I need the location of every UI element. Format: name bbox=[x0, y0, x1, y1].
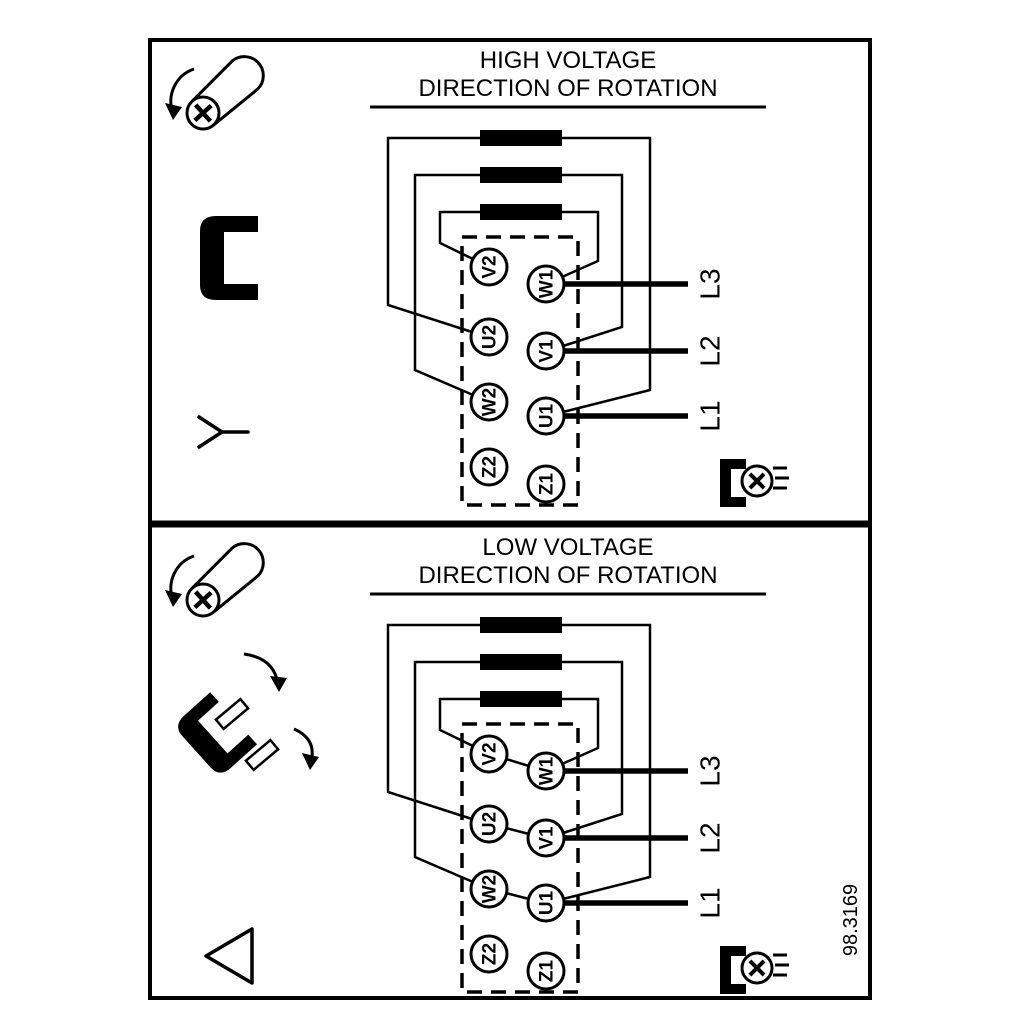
terminal-label-w1: W1 bbox=[537, 269, 558, 298]
terminal-label-z1: Z1 bbox=[537, 472, 558, 495]
outer-border bbox=[148, 38, 872, 1000]
terminal-label-z1: Z1 bbox=[537, 959, 558, 982]
terminal-wiring bbox=[388, 618, 688, 992]
jumper-bracket-icon bbox=[200, 216, 258, 300]
panel-subtitle: DIRECTION OF ROTATION bbox=[418, 75, 717, 102]
terminal-label-u2: U2 bbox=[480, 812, 501, 836]
terminal-label-w2: W2 bbox=[480, 388, 501, 417]
ground-screw-icon bbox=[718, 944, 791, 996]
supply-label-l1: L1 bbox=[695, 400, 726, 431]
panel-subtitle: DIRECTION OF ROTATION bbox=[418, 562, 717, 589]
terminal-label-v1: V1 bbox=[537, 826, 558, 850]
delta-symbol-icon bbox=[204, 927, 254, 985]
supply-label-l1: L1 bbox=[695, 887, 726, 918]
screw-rotation-icon bbox=[165, 57, 263, 129]
supply-label-l2: L2 bbox=[695, 822, 726, 853]
terminal-label-w2: W2 bbox=[480, 875, 501, 904]
supply-label-l3: L3 bbox=[695, 755, 726, 786]
delta-jumper-links bbox=[505, 757, 530, 901]
spread-arrowhead bbox=[302, 753, 319, 770]
star-symbol-icon bbox=[197, 415, 250, 449]
terminal-label-u1: U1 bbox=[537, 403, 558, 428]
screw-rotation-icon bbox=[165, 544, 263, 616]
jumper-spread-icon bbox=[178, 652, 319, 773]
panel-title: HIGH VOLTAGE bbox=[480, 47, 656, 74]
supply-label-l3: L3 bbox=[695, 268, 726, 299]
terminal-label-w1: W1 bbox=[537, 756, 558, 785]
terminal-label-u1: U1 bbox=[537, 890, 558, 915]
ground-screw-icon bbox=[718, 457, 791, 509]
loose-jumper-bar bbox=[244, 738, 280, 772]
terminal-label-v2: V2 bbox=[480, 255, 501, 278]
figure-number: 98.3169 bbox=[840, 884, 862, 956]
spread-arrowhead bbox=[270, 676, 287, 692]
terminal-wiring bbox=[388, 131, 688, 505]
panel-high-voltage: HIGH VOLTAGE DIRECTION OF ROTATION V2 U2… bbox=[165, 47, 791, 509]
panel-title: LOW VOLTAGE bbox=[482, 534, 653, 561]
supply-label-l2: L2 bbox=[695, 335, 726, 366]
terminal-label-z2: Z2 bbox=[480, 456, 501, 478]
panel-low-voltage: LOW VOLTAGE DIRECTION OF ROTATION V2 bbox=[165, 534, 791, 996]
terminal-label-v2: V2 bbox=[480, 742, 501, 765]
terminal-label-v1: V1 bbox=[537, 339, 558, 363]
loose-jumper-bar bbox=[214, 697, 250, 731]
terminal-label-u2: U2 bbox=[480, 325, 501, 349]
terminal-label-z2: Z2 bbox=[480, 943, 501, 965]
